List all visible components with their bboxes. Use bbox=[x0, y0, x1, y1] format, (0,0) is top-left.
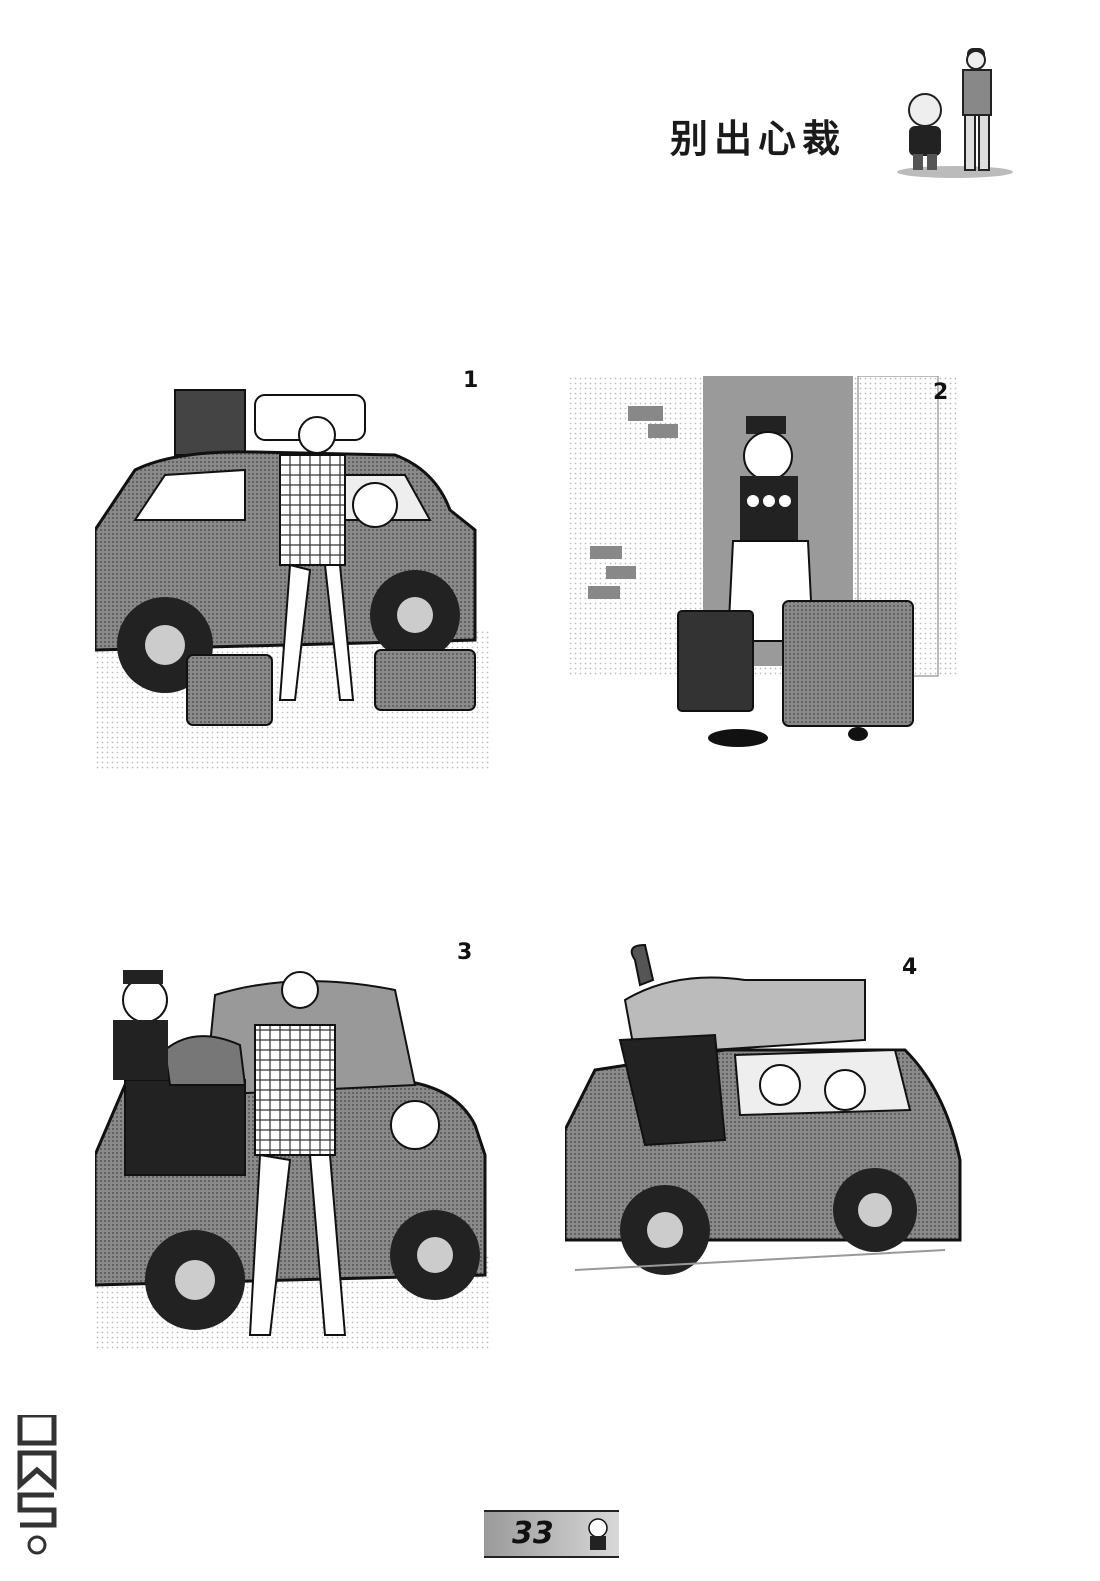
page-number: 33 bbox=[512, 1516, 554, 1551]
mascot-pair-icon bbox=[897, 48, 1013, 178]
footer-mascot-icon bbox=[588, 1518, 608, 1550]
panel-number-3: 3 bbox=[457, 940, 473, 965]
panel-number-4: 4 bbox=[902, 955, 918, 980]
panel-number-1: 1 bbox=[463, 368, 479, 393]
panel-3 bbox=[95, 955, 490, 1350]
watermark-logo bbox=[17, 1415, 57, 1555]
panel-2 bbox=[568, 376, 958, 751]
page-footer: 33 bbox=[484, 1510, 619, 1558]
panel-4 bbox=[565, 940, 965, 1300]
panel-number-2: 2 bbox=[933, 380, 949, 405]
page-title: 别出心裁 bbox=[670, 117, 847, 161]
panel-1 bbox=[95, 380, 490, 770]
